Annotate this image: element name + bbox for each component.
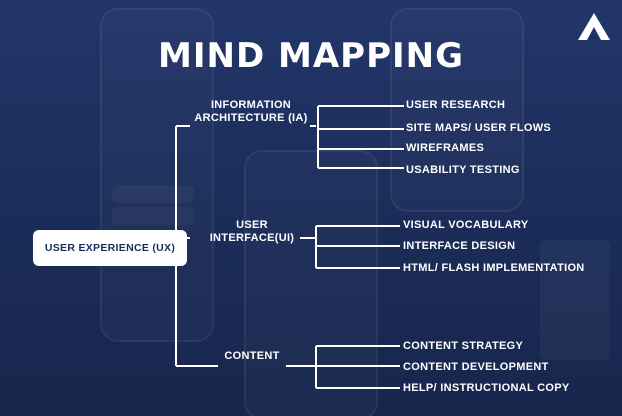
background-phone-left (100, 8, 214, 342)
leaf-visual-vocabulary: VISUAL VOCABULARY (403, 219, 529, 231)
leaf-content-strategy: CONTENT STRATEGY (403, 340, 524, 352)
leaf-help-instructional-copy: HELP/ INSTRUCTIONAL COPY (403, 382, 570, 394)
background-phone-center (244, 150, 378, 416)
background-panel-left (112, 185, 194, 203)
leaf-usability-testing: USABILITY TESTING (406, 164, 520, 176)
page-title: MIND MAPPING (158, 36, 464, 76)
leaf-wireframes: WIREFRAMES (406, 142, 485, 154)
background-panel-left-2 (112, 207, 194, 225)
leaf-site-maps-user-flows: SITE MAPS/ USER FLOWS (406, 122, 552, 134)
branch-user-interface: USER INTERFACE(UI) (209, 219, 295, 244)
brand-logo-icon (578, 13, 610, 41)
leaf-html-flash-implementation: HTML/ FLASH IMPLEMENTATION (403, 262, 585, 274)
root-node-ux: USER EXPERIENCE (UX) (33, 230, 187, 266)
branch-content: CONTENT (224, 350, 280, 362)
branch-information-architecture: INFORMATION ARCHITECTURE (IA) (194, 99, 308, 124)
background-phone-right (390, 8, 524, 212)
background-panel-right (540, 240, 610, 360)
leaf-content-development: CONTENT DEVELOPMENT (403, 361, 549, 373)
leaf-interface-design: INTERFACE DESIGN (403, 240, 516, 252)
leaf-user-research: USER RESEARCH (406, 99, 506, 111)
